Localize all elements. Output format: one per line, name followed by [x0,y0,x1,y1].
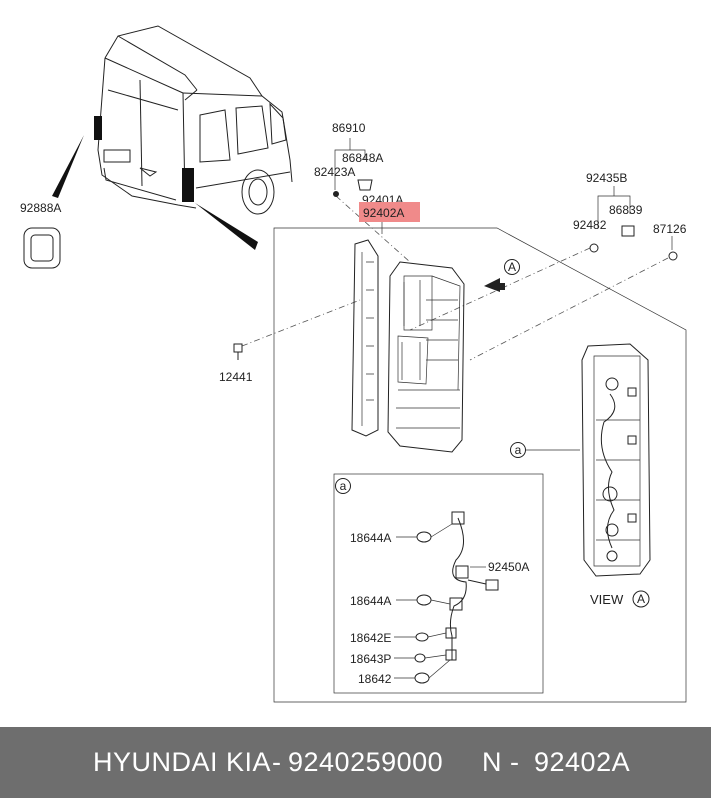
label-92888A: 92888A [20,201,61,215]
label-18642: 18642 [358,672,392,686]
van-illustration [52,25,293,250]
highlight-92402A [359,202,420,222]
detail-a-circle [510,442,526,458]
parts-diagram: .ln { fill:none; stroke:#222; stroke-wid… [20,25,687,703]
label-92402A: 92402A [363,206,404,220]
wiring-harness-92450A [445,511,499,661]
clip-86848A [357,179,373,191]
brand-separator: - [272,747,282,777]
detail-box-a [333,473,544,694]
oem-part-number: 9240259000 [288,747,444,777]
label-18644A-upper: 18644A [350,531,391,545]
leader-86910 [334,138,366,190]
lamp-gasket [351,239,379,437]
label-92450A: 92450A [488,560,529,574]
label-86839: 86839 [609,203,643,217]
rear-combination-lamp-92402A [387,261,465,453]
brand-text: HYUNDAI KIA [93,747,272,777]
label-92435B: 92435B [586,171,627,185]
fastener-87126 [668,251,678,261]
label-86910: 86910 [332,121,366,135]
n-prefix: N - [482,747,520,777]
lamp-rear-view [581,343,651,577]
arrow-a-letter: A [508,260,516,274]
view-direction-arrow [484,259,520,292]
bolt-82423A [333,191,339,197]
view-a-letter: A [637,592,645,606]
label-18642E: 18642E [350,631,391,645]
label-18644A-lower: 18644A [350,594,391,608]
screw-12441 [233,343,243,360]
leader-92435B [597,186,631,228]
label-82423A: 82423A [314,165,355,179]
fastener-86839 [621,225,635,237]
label-86848A: 86848A [342,151,383,165]
label-18643P: 18643P [350,652,391,666]
part-number-banner: HYUNDAI KIA - 9240259000 N - 92402A [0,727,711,798]
grommet-92888A [23,227,61,269]
label-12441: 12441 [219,370,253,384]
detail-box-a-letter: a [340,479,347,493]
assembly-frame [273,227,687,703]
detail-box-a-circle [335,478,351,494]
label-87126: 87126 [653,222,687,236]
detail-a-main-letter: a [515,443,522,457]
n-code: 92402A [534,747,631,777]
label-92482: 92482 [573,218,607,232]
fastener-92482 [589,243,599,253]
view-a-word: VIEW [590,592,624,607]
bulbs [394,523,453,684]
view-a-circle [632,590,650,608]
